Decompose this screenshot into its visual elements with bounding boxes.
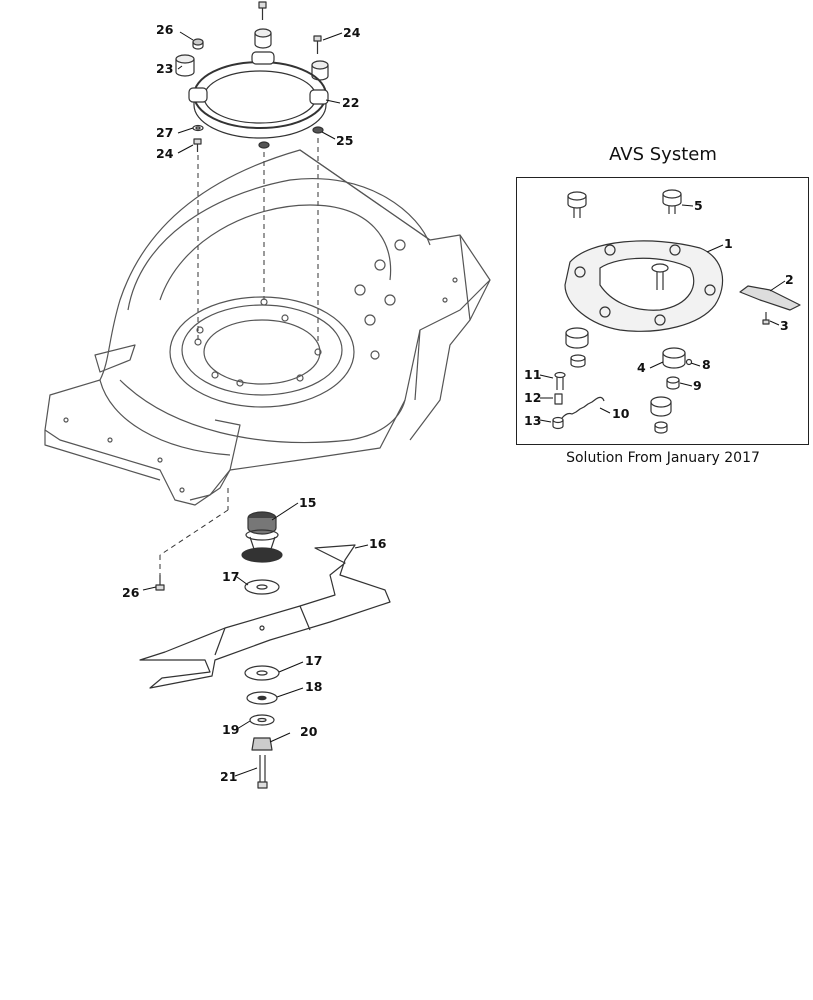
nut-25-top bbox=[192, 38, 204, 50]
callout-15: 15 bbox=[299, 495, 316, 510]
nut-25-right bbox=[312, 126, 324, 134]
spacer-23-center bbox=[254, 28, 272, 49]
callout-17-top: 17 bbox=[222, 569, 239, 584]
avs-callout-4: 4 bbox=[637, 360, 646, 375]
washer-17-top bbox=[244, 579, 280, 595]
callout-21: 21 bbox=[220, 769, 237, 784]
callout-26: 26 bbox=[122, 585, 140, 600]
washer-19 bbox=[249, 714, 275, 726]
avs-pin-11 bbox=[554, 371, 566, 390]
bolt-24-top bbox=[313, 35, 322, 54]
avs-cap-13 bbox=[552, 416, 564, 430]
callout-17-bottom: 17 bbox=[305, 653, 322, 668]
avs-callout-2: 2 bbox=[785, 272, 794, 287]
avs-system-panel bbox=[516, 177, 809, 445]
callout-25-right: 25 bbox=[336, 133, 353, 148]
avs-callout-12: 12 bbox=[524, 390, 541, 405]
avs-callout-13: 13 bbox=[524, 413, 541, 428]
avs-system-caption: Solution From January 2017 bbox=[566, 450, 760, 466]
avs-bushing-lower bbox=[650, 396, 672, 434]
avs-callout-10: 10 bbox=[612, 406, 630, 421]
avs-callout-9: 9 bbox=[693, 378, 702, 393]
assembly-guide-lines bbox=[159, 138, 319, 575]
nut-center bbox=[258, 141, 270, 149]
bolt-21 bbox=[257, 755, 268, 789]
callout-18: 18 bbox=[305, 679, 322, 694]
callout-22: 22 bbox=[342, 95, 359, 110]
callout-24-left: 24 bbox=[156, 146, 174, 161]
avs-sleeve-12 bbox=[554, 393, 563, 405]
bolt-26 bbox=[155, 575, 165, 591]
avs-knob-left bbox=[567, 191, 587, 218]
avs-knob-5 bbox=[662, 189, 682, 214]
blade-adapter-15 bbox=[241, 511, 283, 563]
top-bolt bbox=[258, 1, 267, 20]
mower-deck bbox=[44, 149, 491, 506]
callout-23: 23 bbox=[156, 61, 173, 76]
spacer-23-left bbox=[175, 54, 195, 77]
callout-27: 27 bbox=[156, 125, 173, 140]
avs-callout-3: 3 bbox=[780, 318, 789, 333]
avs-bushing-left bbox=[565, 327, 589, 368]
avs-bracket-2 bbox=[739, 285, 801, 311]
callout-16: 16 bbox=[369, 536, 387, 551]
nut-20 bbox=[251, 737, 273, 751]
avs-callout-1: 1 bbox=[724, 236, 733, 251]
avs-system-title: AVS System bbox=[609, 144, 717, 165]
callout-20: 20 bbox=[300, 724, 318, 739]
spacer-right bbox=[311, 60, 329, 81]
mounting-ring-22 bbox=[188, 51, 329, 139]
washer-27 bbox=[192, 124, 204, 132]
avs-plate-1 bbox=[564, 240, 724, 332]
callout-19: 19 bbox=[222, 722, 239, 737]
avs-callout-8: 8 bbox=[702, 357, 711, 372]
callout-leader-lines bbox=[142, 31, 786, 777]
avs-callout-5: 5 bbox=[694, 198, 703, 213]
washer-18 bbox=[246, 691, 278, 705]
washer-17-bottom bbox=[244, 665, 280, 681]
cutting-blade-16 bbox=[139, 544, 391, 689]
avs-screw-3 bbox=[762, 312, 770, 325]
avs-callout-11: 11 bbox=[524, 367, 541, 382]
avs-spring-10 bbox=[561, 396, 605, 419]
avs-cap-9 bbox=[666, 376, 680, 390]
bolt-24-left bbox=[193, 138, 202, 152]
avs-bushing-4 bbox=[662, 347, 693, 369]
callout-24-top: 24 bbox=[343, 25, 361, 40]
callout-25-top: 26 bbox=[156, 22, 174, 37]
